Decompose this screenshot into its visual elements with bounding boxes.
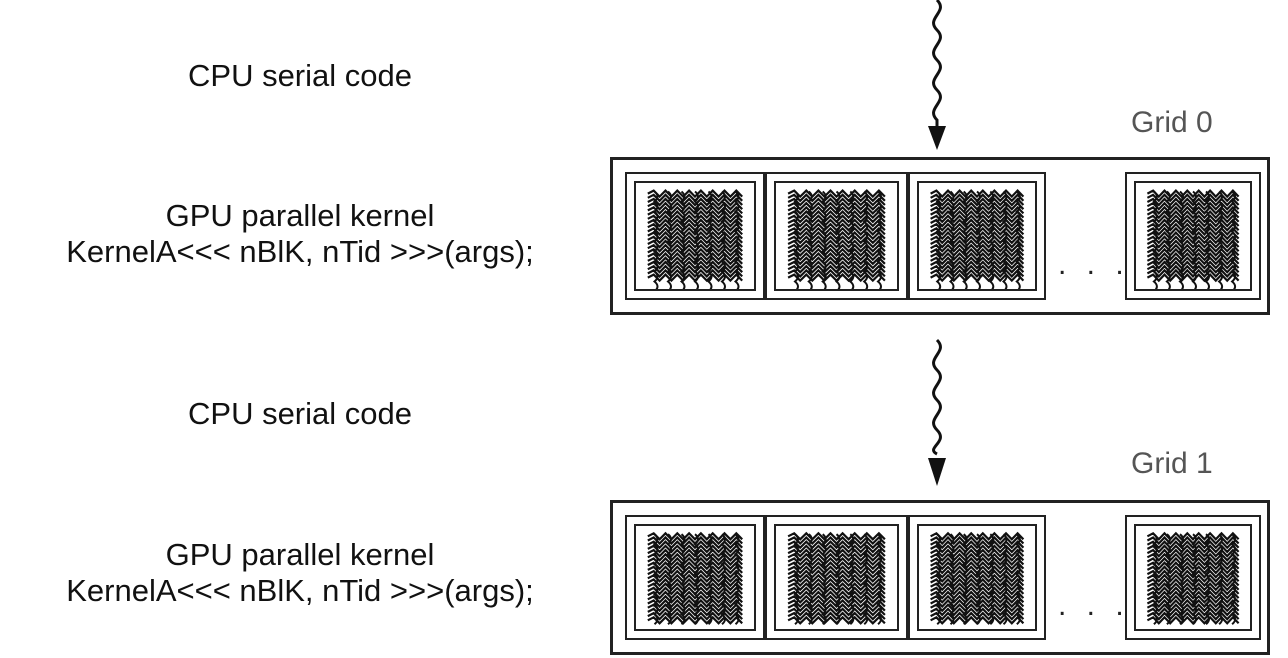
thread-squiggle-icon xyxy=(930,189,1025,289)
kernel-launch-code-1: KernelA<<< nBlK, nTid >>>(args); xyxy=(66,234,534,269)
grid-0: . . . xyxy=(610,157,1270,315)
more-blocks-ellipsis: . . . xyxy=(1058,589,1130,622)
more-blocks-ellipsis: . . . xyxy=(1058,248,1130,281)
thread-block xyxy=(625,515,765,640)
thread-squiggle-icon xyxy=(1146,531,1240,625)
thread-block xyxy=(908,172,1046,300)
gpu-kernel-title-1: GPU parallel kernel xyxy=(165,198,435,233)
thread-squiggle-icon xyxy=(647,189,743,289)
kernel-launch-code-2: KernelA<<< nBlK, nTid >>>(args); xyxy=(66,573,534,608)
thread-squiggle-icon xyxy=(930,531,1025,625)
gpu-kernel-title-2: GPU parallel kernel xyxy=(165,537,435,572)
thread-block xyxy=(1125,515,1261,640)
cpu-thread-arrow-1 xyxy=(928,0,946,150)
cpu-thread-arrow-2 xyxy=(928,338,946,486)
cpu-serial-code-label-2: CPU serial code xyxy=(188,396,412,431)
grid-1-label: Grid 1 xyxy=(1131,447,1213,480)
thread-block xyxy=(765,515,908,640)
thread-block xyxy=(1125,172,1261,300)
thread-block xyxy=(765,172,908,300)
grid-0-label: Grid 0 xyxy=(1131,106,1213,139)
thread-squiggle-icon xyxy=(647,531,743,625)
thread-squiggle-icon xyxy=(787,189,886,289)
cpu-serial-code-label-1: CPU serial code xyxy=(188,58,412,93)
thread-block xyxy=(625,172,765,300)
thread-block xyxy=(908,515,1046,640)
thread-squiggle-icon xyxy=(1146,189,1240,289)
grid-1: . . . xyxy=(610,500,1270,655)
thread-squiggle-icon xyxy=(787,531,886,625)
